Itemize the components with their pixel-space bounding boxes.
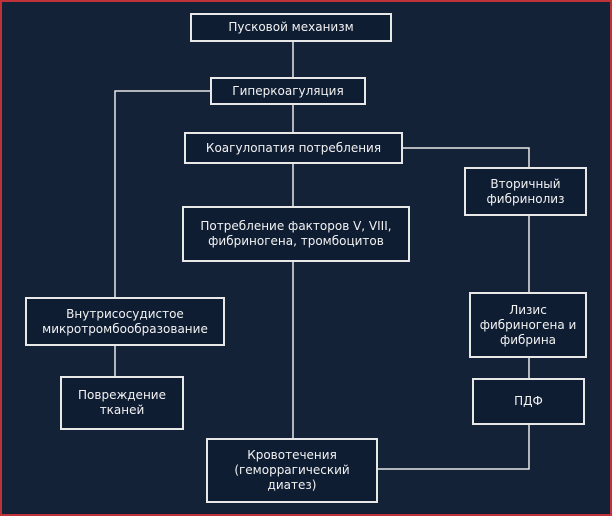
node-pdf: ПДФ xyxy=(472,378,585,425)
node-secondary-fibrinolysis: Вторичный фибринолиз xyxy=(464,167,587,216)
node-tissue-damage: Повреждение тканей xyxy=(60,376,184,430)
edge-consumption-fibrinolysis xyxy=(402,147,530,168)
edge-pdf-bleeding xyxy=(377,425,530,470)
node-bleeding: Кровотечения (геморрагический диатез) xyxy=(206,438,378,503)
node-microthrombosis: Внутрисосудистое микротромбообразование xyxy=(25,297,225,346)
node-hypercoagulation: Гиперкоагуляция xyxy=(210,77,366,105)
node-consumption-coagulopathy: Коагулопатия потребления xyxy=(184,132,403,164)
node-trigger: Пусковой механизм xyxy=(190,13,392,42)
node-factor-consumption: Потребление факторов V, VIII, фибриноген… xyxy=(182,206,410,262)
node-lysis: Лизис фибриногена и фибрина xyxy=(469,292,587,358)
edge-hyper-micro xyxy=(114,90,212,298)
